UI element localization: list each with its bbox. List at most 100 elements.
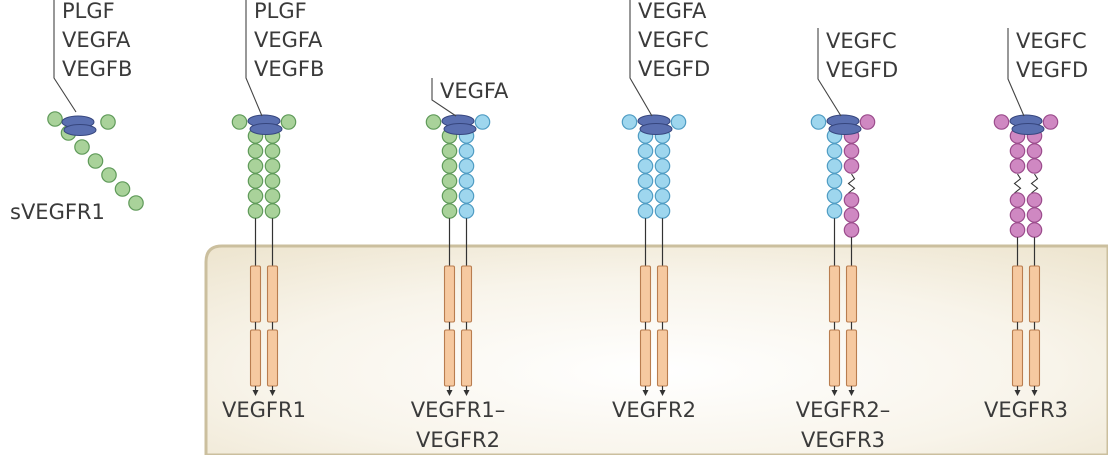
kinase-segment: [251, 266, 261, 322]
kinase-segment: [847, 330, 857, 386]
ig-domain: [232, 115, 246, 129]
kinase-segment: [1013, 330, 1023, 386]
ig-domain: [1010, 223, 1024, 237]
ig-domain: [638, 204, 652, 218]
kinase-segment: [658, 330, 668, 386]
ig-domain: [1027, 223, 1041, 237]
kinase-segment: [268, 266, 278, 322]
ig-domain: [1043, 115, 1057, 129]
ig-domain: [827, 144, 841, 158]
ig-domain: [248, 189, 262, 203]
ig-domain: [88, 154, 102, 168]
ligand-dimer-bottom: [250, 124, 282, 135]
ig-domain: [655, 159, 669, 173]
ig-domain: [994, 115, 1008, 129]
kinase-segment: [445, 266, 455, 322]
ig-domain: [638, 174, 652, 188]
ig-domain: [265, 174, 279, 188]
ig-domain: [102, 168, 116, 182]
ig-domain: [248, 174, 262, 188]
kinase-segment: [445, 330, 455, 386]
ig-domain: [426, 115, 440, 129]
ligand-label: VEGFC: [826, 29, 897, 53]
ig-domain: [459, 144, 473, 158]
linker: [849, 174, 855, 193]
ig-domain: [844, 159, 858, 173]
ig-domain: [655, 189, 669, 203]
ig-domain: [265, 189, 279, 203]
ig-domain: [844, 223, 858, 237]
ig-domain: [1027, 193, 1041, 207]
ligand-dimer-bottom: [640, 124, 672, 135]
ligand-label: VEGFD: [638, 57, 710, 81]
kinase-segment: [1030, 266, 1040, 322]
ig-domain: [638, 189, 652, 203]
linker: [1015, 174, 1021, 193]
ig-domain: [622, 115, 636, 129]
receptor-label: VEGFR3: [801, 428, 885, 452]
ig-domain: [1027, 208, 1041, 222]
ligand-label: PLGF: [62, 0, 115, 23]
ig-domain: [638, 144, 652, 158]
ig-domain: [248, 204, 262, 218]
ligand-label: VEGFB: [254, 57, 324, 81]
kinase-segment: [847, 266, 857, 322]
ig-domain: [442, 159, 456, 173]
ig-domain: [1027, 159, 1041, 173]
ig-domain: [827, 204, 841, 218]
ig-domain: [101, 115, 115, 129]
ig-domain: [811, 115, 825, 129]
receptor-label: VEGFR2: [612, 398, 696, 422]
kinase-segment: [1013, 266, 1023, 322]
ligand-dimer-bottom: [1012, 124, 1044, 135]
ig-domain: [75, 140, 89, 154]
ligand-label: VEGFC: [1016, 29, 1087, 53]
ligand-label: VEGFD: [1016, 58, 1088, 82]
receptor-label: VEGFR3: [984, 398, 1068, 422]
receptor-label: VEGFR2–: [796, 398, 890, 422]
ig-domain: [827, 189, 841, 203]
ig-domain: [459, 159, 473, 173]
ligand-label: VEGFA: [638, 0, 707, 23]
ig-domain: [1010, 159, 1024, 173]
kinase-segment: [462, 330, 472, 386]
ig-domain: [442, 144, 456, 158]
ig-domain: [442, 189, 456, 203]
ig-domain: [248, 159, 262, 173]
ig-domain: [442, 174, 456, 188]
ig-domain: [827, 159, 841, 173]
ig-domain: [265, 144, 279, 158]
ig-domain: [115, 182, 129, 196]
ig-domain: [844, 144, 858, 158]
ig-domain: [248, 144, 262, 158]
kinase-segment: [1030, 330, 1040, 386]
kinase-segment: [251, 330, 261, 386]
ig-domain: [655, 204, 669, 218]
ig-domain: [475, 115, 489, 129]
kinase-segment: [641, 330, 651, 386]
ligand-label: PLGF: [254, 0, 307, 23]
ig-domain: [459, 189, 473, 203]
ig-domain: [459, 174, 473, 188]
ig-domain: [860, 115, 874, 129]
ig-domain: [1010, 208, 1024, 222]
ig-domain: [844, 208, 858, 222]
ligand-label: VEGFA: [62, 28, 131, 52]
ig-domain: [1010, 193, 1024, 207]
ligand-dimer-bottom: [64, 125, 96, 136]
ig-domain: [844, 193, 858, 207]
ligand-dimer-bottom: [829, 124, 861, 135]
kinase-segment: [830, 330, 840, 386]
kinase-segment: [658, 266, 668, 322]
ig-domain: [265, 204, 279, 218]
ig-domain: [827, 174, 841, 188]
receptor-label: VEGFR1–: [411, 398, 505, 422]
receptor-label: VEGFR1: [222, 398, 306, 422]
linker: [1032, 174, 1038, 193]
receptor-label: sVEGFR1: [10, 200, 105, 224]
ig-domain: [1027, 144, 1041, 158]
ig-domain: [265, 159, 279, 173]
ig-domain: [638, 159, 652, 173]
